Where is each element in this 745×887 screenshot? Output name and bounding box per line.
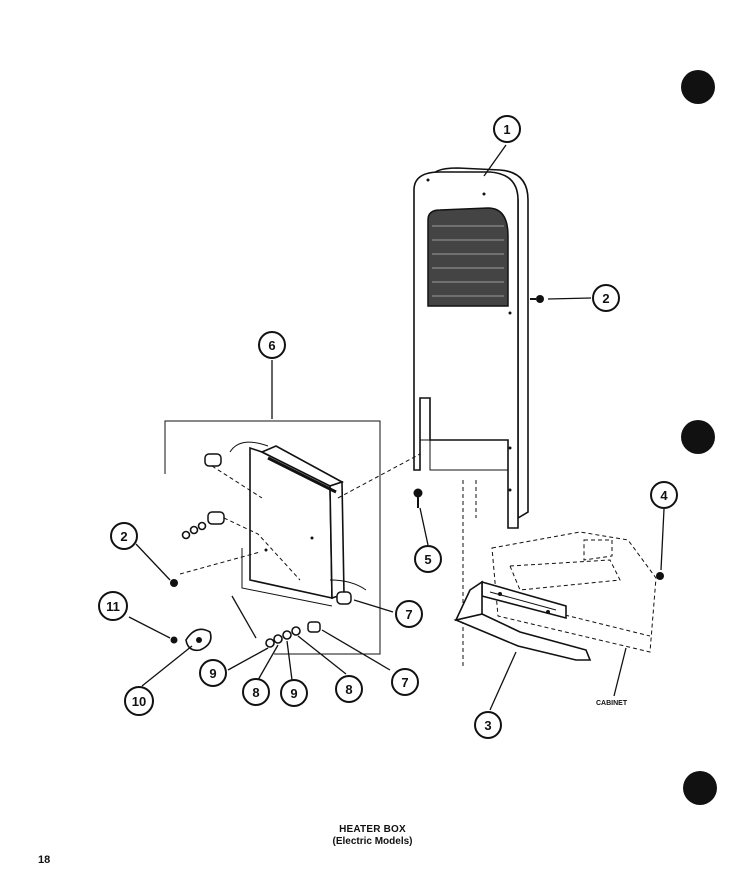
callout-2-right: 2 [592, 284, 620, 312]
screw-left [170, 579, 178, 587]
leader-3 [489, 651, 517, 711]
leader-8-left [257, 644, 279, 681]
page-number: 18 [38, 854, 51, 866]
leader-2-left [135, 543, 171, 581]
screw-four [656, 572, 664, 580]
callout-7-lower: 7 [391, 668, 419, 696]
screw-eleven [170, 636, 178, 644]
leader-7-lower [321, 629, 391, 671]
svg-text:7: 7 [401, 675, 408, 690]
leader-5 [419, 507, 429, 546]
leader-9-left [227, 647, 269, 671]
callout-9-left: 9 [199, 659, 227, 687]
diagram-title: HEATER BOX [339, 824, 406, 835]
leader-cabinet [613, 647, 627, 697]
callout-10: 10 [124, 686, 154, 716]
svg-text:4: 4 [660, 488, 668, 503]
leader-7-upper [353, 599, 394, 613]
svg-text:3: 3 [484, 718, 491, 733]
svg-text:8: 8 [345, 682, 352, 697]
leader-9-assembly [231, 595, 257, 639]
heater-back-panel [413, 167, 529, 529]
binder-hole-bottom [683, 771, 717, 805]
screw-five [413, 488, 423, 508]
svg-text:10: 10 [132, 694, 146, 709]
leader-10 [141, 645, 193, 687]
svg-text:5: 5 [424, 552, 431, 567]
svg-text:9: 9 [209, 666, 216, 681]
callout-11: 11 [98, 591, 128, 621]
callout-4: 4 [650, 481, 678, 509]
callout-3: 3 [474, 711, 502, 739]
cabinet-outline [491, 531, 657, 653]
leader-11 [128, 616, 171, 639]
screw-upper-right [530, 295, 544, 303]
callout-7-upper: 7 [395, 600, 423, 628]
cabinet-label: CABINET [596, 700, 628, 707]
leader-9-right [286, 640, 293, 681]
callout-6: 6 [258, 331, 286, 359]
svg-text:7: 7 [405, 607, 412, 622]
callout-8-right: 8 [335, 675, 363, 703]
heater-assembly-box [164, 420, 381, 655]
leader-1 [483, 144, 507, 177]
svg-text:2: 2 [120, 529, 127, 544]
diagram-subtitle: (Electric Models) [332, 836, 413, 847]
binder-hole-top [681, 70, 715, 104]
callout-5: 5 [414, 545, 442, 573]
callout-8-left: 8 [242, 678, 270, 706]
assembly-to-panel-guide [337, 453, 421, 499]
svg-text:6: 6 [268, 338, 275, 353]
lower-bracket [453, 580, 592, 661]
callout-9-right: 9 [280, 679, 308, 707]
svg-text:8: 8 [252, 685, 259, 700]
leader-4 [660, 508, 665, 571]
washer-stack-lower [265, 626, 301, 648]
svg-text:2: 2 [602, 291, 609, 306]
svg-text:1: 1 [503, 122, 510, 137]
binder-hole-middle [681, 420, 715, 454]
svg-text:9: 9 [290, 686, 297, 701]
leader-8-right [297, 635, 347, 675]
leader-2-right [547, 297, 592, 300]
callout-2-left: 2 [110, 522, 138, 550]
svg-text:11: 11 [106, 599, 120, 614]
thermostat-part [185, 628, 212, 652]
callout-1: 1 [493, 115, 521, 143]
